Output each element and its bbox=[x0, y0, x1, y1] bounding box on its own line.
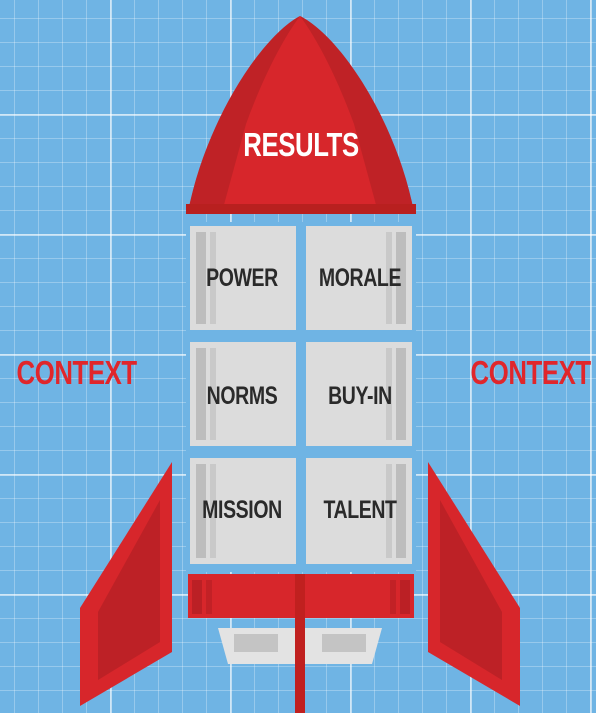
context-left-label: CONTEXT bbox=[16, 354, 138, 391]
right-fin bbox=[428, 462, 520, 706]
norms-label: NORMS bbox=[206, 382, 278, 410]
buy-in-label: BUY-IN bbox=[328, 382, 392, 410]
nose-cone bbox=[186, 16, 416, 214]
panel-norms bbox=[190, 342, 296, 446]
power-label: POWER bbox=[206, 264, 278, 292]
panel-buy-in bbox=[306, 342, 412, 446]
left-fin bbox=[80, 462, 172, 706]
panel-power bbox=[190, 226, 296, 330]
panel-mission bbox=[190, 458, 296, 564]
panel-talent bbox=[306, 458, 412, 564]
context-right-label: CONTEXT bbox=[470, 354, 592, 391]
panel-morale bbox=[306, 226, 412, 330]
results-label: RESULTS bbox=[243, 126, 359, 163]
talent-label: TALENT bbox=[323, 496, 397, 524]
center-stripe bbox=[295, 574, 305, 713]
morale-label: MORALE bbox=[318, 264, 402, 292]
body-panels bbox=[186, 222, 416, 572]
mission-label: MISSION bbox=[202, 496, 282, 524]
